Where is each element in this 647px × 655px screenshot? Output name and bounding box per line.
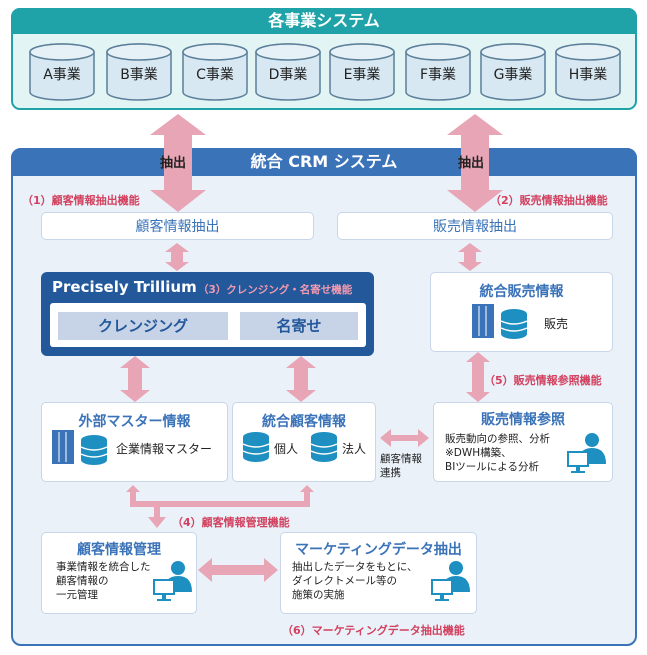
customer-mgmt-line2: 顧客情報の (56, 575, 109, 587)
business-unit-label: B事業 (120, 67, 158, 83)
func4-label: （4）顧客情報管理機能 (172, 516, 290, 529)
marketing-line1: 抽出したデータをもとに、 (292, 561, 418, 573)
arrow-sales-to-ref (466, 352, 490, 402)
server-db-icon (472, 304, 528, 339)
customer-mgmt-title: 顧客情報管理 (77, 542, 161, 558)
sales-ref-box: 販売情報参照 (433, 402, 613, 482)
external-master-item: 企業情報マスター (116, 442, 213, 456)
sales-item-label: 販売 (544, 317, 569, 331)
sales-ref-line3: BIツールによる分析 (445, 461, 539, 473)
func6-label: （6）マーケティングデータ抽出機能 (282, 624, 465, 637)
name-matching-box: 名寄せ (240, 312, 358, 340)
arrow-mgmt-marketing (198, 558, 278, 582)
external-master-box: 外部マスター情報 (41, 402, 228, 482)
database-icon (310, 432, 338, 462)
sales-extract-box: 販売情報抽出 (337, 212, 613, 240)
business-unit-db: E事業 (328, 42, 396, 102)
external-master-title: 外部マスター情報 (78, 414, 191, 430)
func2-label: （2）販売情報抽出機能 (490, 194, 608, 207)
sales-ref-line2: ※DWH構築、 (445, 447, 512, 459)
business-unit-label: G事業 (493, 67, 533, 83)
func1-label: （1）顧客情報抽出機能 (22, 194, 140, 207)
marketing-line3: 施策の実施 (292, 589, 345, 601)
right-extract-label: 抽出 (458, 156, 485, 171)
customer-extract-label: 顧客情報抽出 (135, 219, 220, 235)
customer-mgmt-line1: 事業情報を統合した (56, 561, 151, 573)
business-unit-label: D事業 (268, 67, 308, 83)
business-unit-label: E事業 (343, 67, 381, 83)
business-unit-db: B事業 (105, 42, 173, 102)
customer-link-label: 顧客情報 連携 (380, 453, 422, 479)
business-unit-db: A事業 (28, 42, 96, 102)
integrated-sales-title: 統合販売情報 (479, 284, 564, 300)
func3-label: （3）クレンジング・名寄せ機能 (198, 284, 353, 296)
business-unit-db: H事業 (554, 42, 622, 102)
business-unit-label: H事業 (568, 67, 608, 83)
crm-system-title: 統合 CRM システム (11, 148, 637, 176)
business-unit-label: C事業 (196, 67, 234, 83)
business-unit-db: D事業 (254, 42, 322, 102)
business-unit-db: F事業 (404, 42, 472, 102)
business-systems-title: 各事業システム (11, 8, 637, 34)
marketing-line2: ダイレクトメール等の (292, 575, 397, 587)
arrow-extract-to-trillium (165, 243, 189, 271)
individual-label: 個人 (274, 442, 299, 456)
arrow-trillium-to-master (120, 356, 150, 402)
cleansing-box: クレンジング (58, 312, 228, 340)
func5-label: （5）販売情報参照機能 (484, 374, 602, 387)
database-icon (242, 432, 270, 462)
arrow-trillium-to-customer (286, 356, 316, 402)
marketing-title: マーケティングデータ抽出 (295, 542, 462, 558)
sales-ref-line1: 販売動向の参照、分析 (445, 433, 550, 445)
right-extract-arrow (447, 114, 503, 212)
business-unit-db: G事業 (479, 42, 547, 102)
business-unit-label: A事業 (43, 67, 81, 83)
arrow-customer-link (380, 429, 429, 447)
user-computer-icon (567, 433, 606, 473)
business-unit-label: F事業 (419, 67, 457, 83)
left-extract-label: 抽出 (160, 156, 187, 171)
user-computer-icon (431, 561, 470, 601)
server-db-icon (52, 430, 108, 465)
sales-extract-label: 販売情報抽出 (433, 219, 517, 235)
customer-extract-box: 顧客情報抽出 (41, 212, 314, 240)
arrow-extract-to-sales (458, 243, 482, 271)
integrated-customer-box: 統合顧客情報 (232, 402, 376, 482)
trillium-title: Precisely Trillium (52, 278, 197, 296)
left-extract-arrow (150, 114, 206, 212)
business-unit-db: C事業 (181, 42, 249, 102)
integrated-customer-title: 統合顧客情報 (262, 414, 346, 430)
sales-ref-title: 販売情報参照 (481, 412, 565, 428)
user-computer-icon (153, 561, 192, 601)
customer-mgmt-line3: 一元管理 (56, 589, 98, 601)
corporate-label: 法人 (342, 442, 367, 456)
